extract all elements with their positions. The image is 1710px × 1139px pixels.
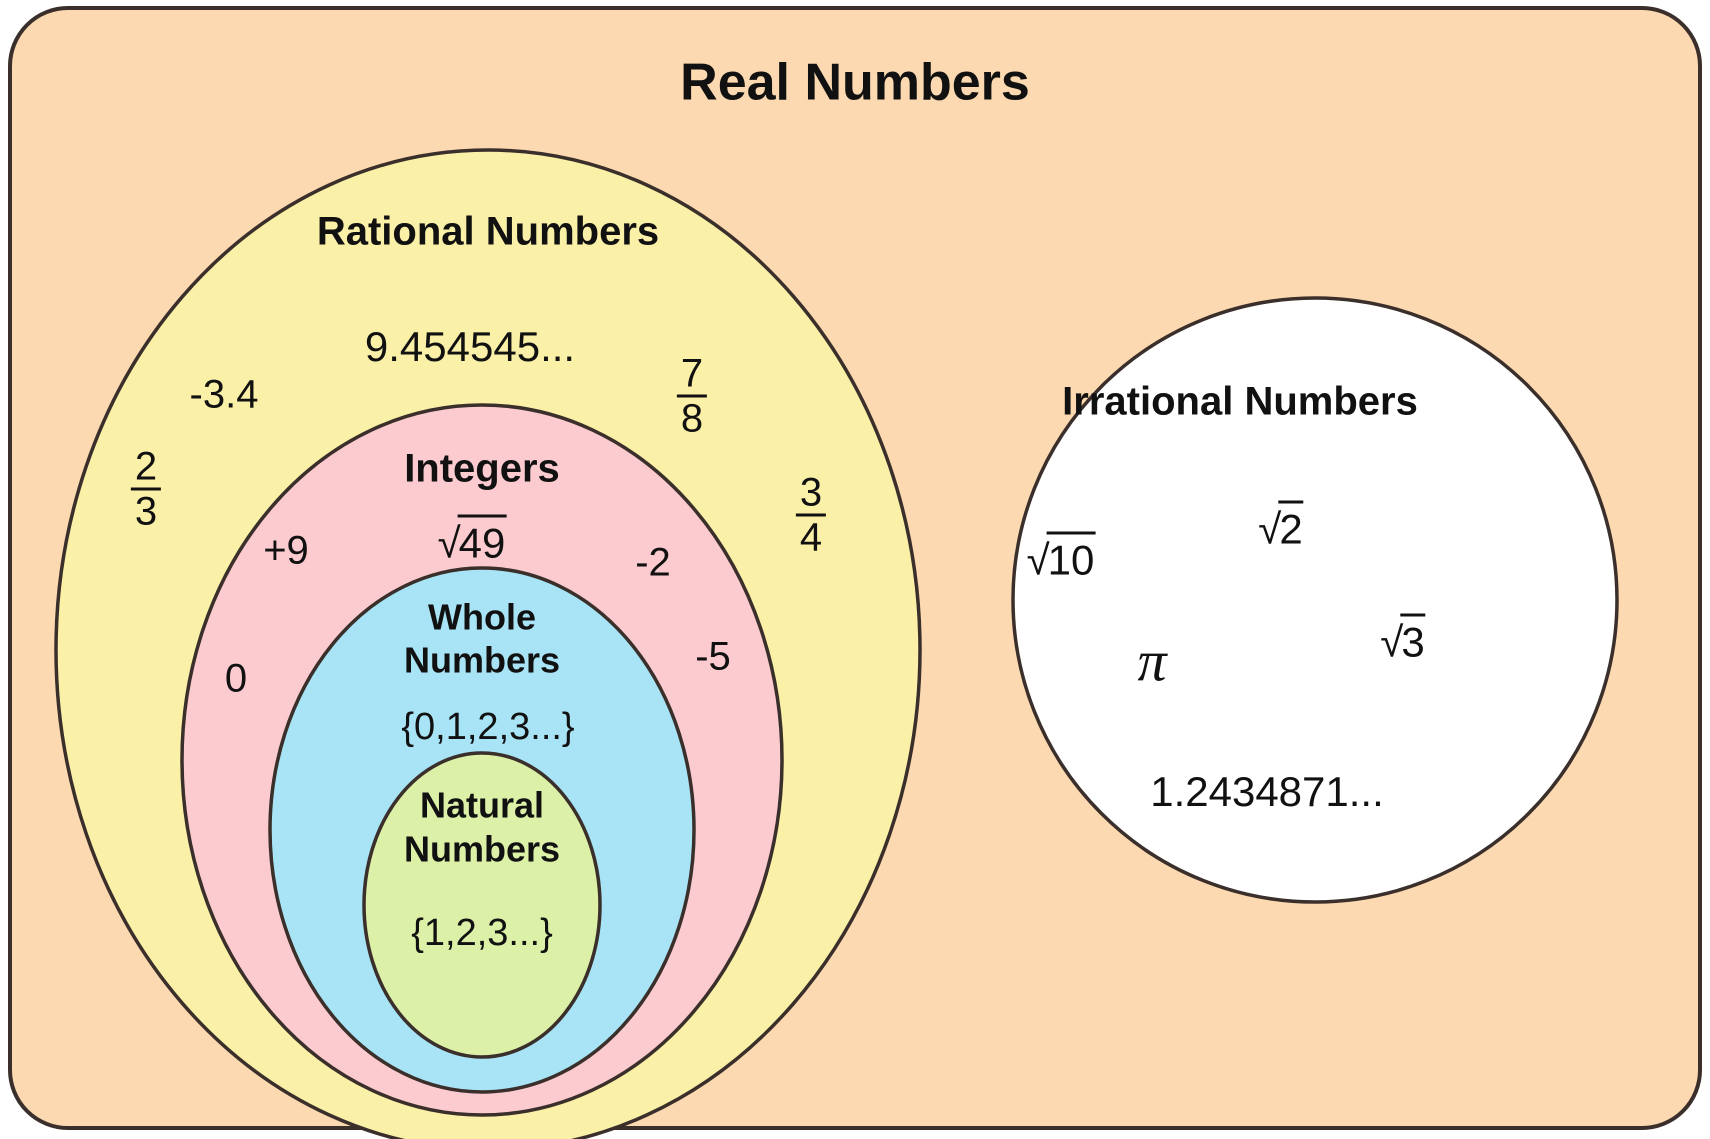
irrational-numbers-label: Irrational Numbers [1062, 380, 1418, 424]
member-rational-fraction-seven-eighths: 7 8 [676, 351, 708, 439]
radical-sign-icon: √ [1380, 618, 1404, 666]
fraction-numerator: 3 [799, 470, 823, 515]
member-integer-minus2: -2 [635, 541, 671, 585]
natural-numbers-set-notation: {1,2,3...} [411, 912, 553, 954]
member-irrational-sqrt-3: √3 [1380, 613, 1426, 667]
radical-radicand: 10 [1046, 531, 1096, 585]
natural-numbers-label-line1: Natural [420, 785, 544, 826]
irrational-numbers-region[interactable] [1011, 296, 1619, 904]
member-irrational-sqrt-2: √2 [1258, 500, 1304, 554]
whole-numbers-set-notation: {0,1,2,3...} [401, 706, 574, 748]
radical-radicand: 49 [457, 514, 507, 568]
fraction-denominator: 8 [676, 394, 708, 439]
member-rational-fraction-two-thirds: 2 3 [130, 444, 162, 532]
integers-label: Integers [404, 447, 560, 491]
radical-radicand: 2 [1278, 500, 1304, 554]
natural-numbers-region[interactable] [362, 751, 602, 1059]
fraction-denominator: 4 [795, 513, 827, 558]
member-rational-repeating-decimal: 9.454545... [365, 323, 575, 370]
member-integer-minus5: -5 [695, 635, 731, 679]
member-irrational-sqrt-10: √10 [1026, 531, 1096, 585]
radical-sign-icon: √ [437, 519, 461, 567]
whole-numbers-label-line2: Numbers [404, 640, 560, 681]
page-title: Real Numbers [680, 54, 1030, 112]
member-rational-negative-decimal: -3.4 [190, 373, 259, 417]
member-irrational-pi: π [1137, 628, 1167, 694]
radical-sign-icon: √ [1026, 536, 1050, 584]
natural-numbers-label-line2: Numbers [404, 829, 560, 870]
radical-sign-icon: √ [1258, 505, 1282, 553]
fraction-denominator: 3 [130, 487, 162, 532]
whole-numbers-label-line1: Whole [428, 597, 536, 638]
member-integer-zero: 0 [225, 657, 247, 701]
radical-radicand: 3 [1400, 613, 1426, 667]
member-rational-fraction-three-fourths: 3 4 [795, 470, 827, 558]
member-integer-sqrt-49: √49 [437, 514, 507, 568]
member-integer-plus9: +9 [263, 529, 309, 573]
fraction-numerator: 7 [680, 351, 704, 396]
member-irrational-decimal: 1.2434871... [1150, 768, 1384, 815]
fraction-numerator: 2 [134, 444, 158, 489]
rational-numbers-label: Rational Numbers [317, 210, 659, 254]
